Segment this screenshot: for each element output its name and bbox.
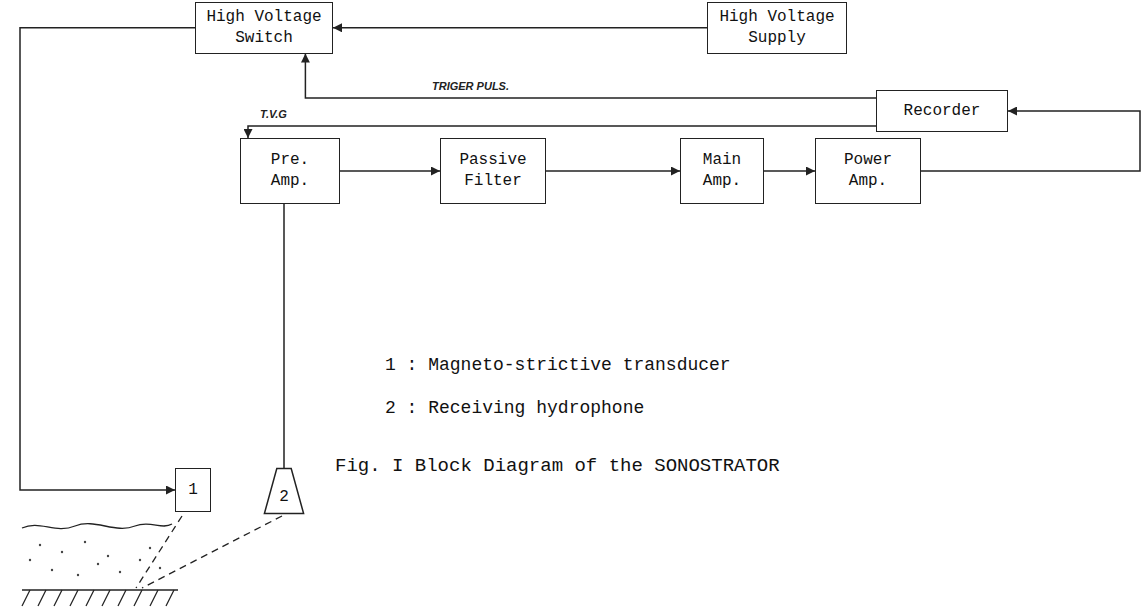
signal-line [248,126,876,138]
signal-line [240,171,284,468]
node-text: Passive Filter [447,150,539,192]
signal-line [764,170,815,172]
bedrock-hatch [22,590,174,606]
amplifier-box: Pre. Amp. [240,138,340,204]
node-text: Pre. Amp. [247,150,333,192]
signal-label: T.V.G [258,108,289,120]
signal-line [20,28,195,490]
node-text: High Voltage Switch [202,7,326,49]
figure-caption: Fig. I Block Diagram of the SONOSTRATOR [335,455,780,477]
signal-line [340,170,440,172]
node-text: 1 [182,480,204,501]
recorder-box: Recorder [876,90,1008,132]
reflected-ray [142,516,282,588]
signal-line [333,27,707,29]
hydrophone-symbol: 2 [264,468,304,514]
amplifier-box: Main Amp. [680,138,764,204]
node-text: High Voltage Supply [714,7,840,49]
filter-box: Passive Filter [440,138,546,204]
legend-note: 1 : Magneto-strictive transducer [385,355,731,375]
seabed-surface [22,524,172,529]
transducer-box: 1 [175,468,211,512]
switch-box: High Voltage Switch [195,2,333,54]
supply-box: High Voltage Supply [707,2,847,54]
signal-line [546,170,680,172]
amplifier-box: Power Amp. [815,138,921,204]
node-text: Main Amp. [687,150,757,192]
node-text: 2 [270,487,298,508]
sediment-dots [29,541,161,576]
node-text: Recorder [883,101,1001,122]
node-text: Power Amp. [822,150,914,192]
legend-note: 2 : Receiving hydrophone [385,398,644,418]
signal-line [305,54,876,98]
signal-label: TRIGER PULS. [430,80,511,92]
emitted-ray [136,516,182,588]
